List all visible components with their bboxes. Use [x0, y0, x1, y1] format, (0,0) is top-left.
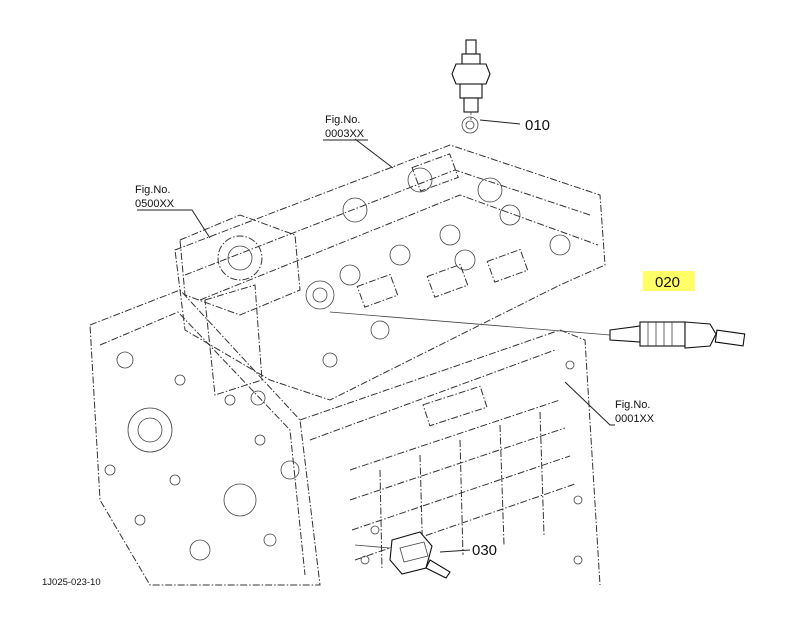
- fig-ref-0500xx[interactable]: Fig.No. 0500XX: [135, 184, 175, 210]
- part-callout-030[interactable]: 030: [472, 542, 497, 559]
- engine-block: [89, 289, 601, 586]
- fig-ref-number: 0500XX: [135, 198, 175, 210]
- part-callout-010[interactable]: 010: [525, 117, 550, 134]
- drawing-code: 1J025-023-10: [42, 577, 101, 588]
- fig-ref-title: Fig.No.: [615, 399, 650, 411]
- part-020-plug: [329, 311, 746, 349]
- part-010-sensor: [451, 39, 491, 122]
- leader-lines: [137, 119, 615, 553]
- fig-ref-number: 0003XX: [325, 128, 365, 140]
- fig-ref-number: 0001XX: [615, 413, 655, 425]
- fig-ref-title: Fig.No.: [135, 184, 170, 196]
- fig-ref-0003xx[interactable]: Fig.No. 0003XX: [323, 114, 368, 141]
- part-callout-020[interactable]: 020: [655, 274, 680, 291]
- part-030-switch: [354, 531, 451, 579]
- highlight-020: [643, 271, 695, 291]
- cylinder-head: [174, 116, 606, 406]
- fig-ref-title: Fig.No.: [325, 114, 360, 126]
- fig-ref-0001xx[interactable]: Fig.No. 0001XX: [615, 399, 655, 425]
